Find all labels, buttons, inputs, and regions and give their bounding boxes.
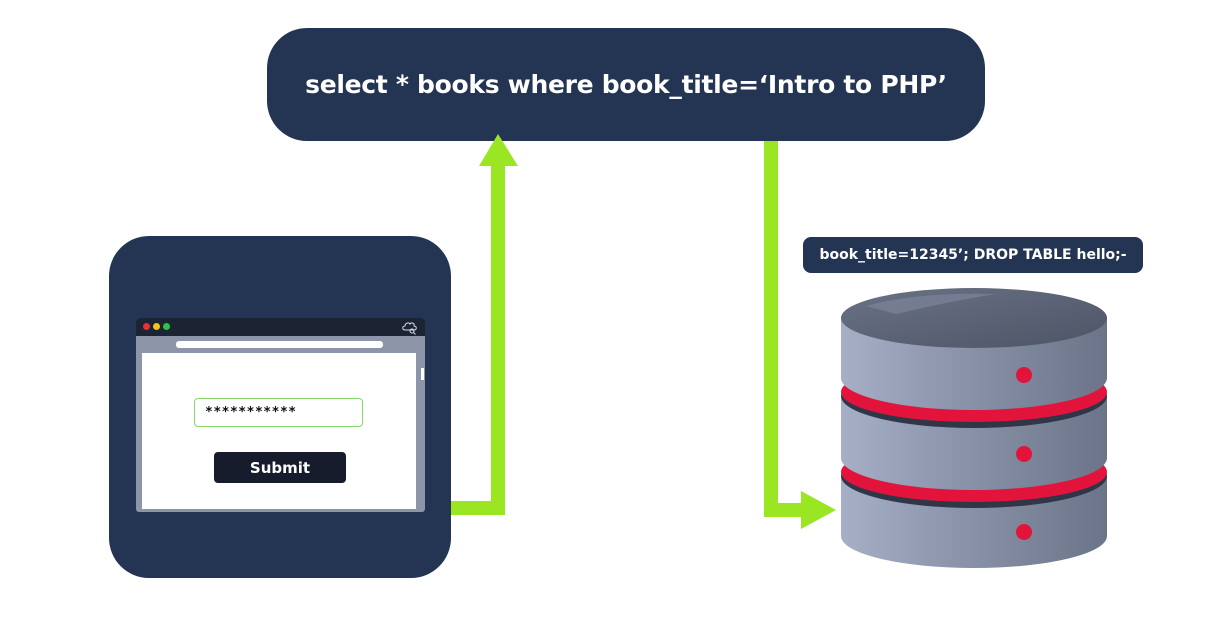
minimize-window-dot-icon[interactable] [153,323,160,330]
browser-window: *********** Submit [136,318,425,512]
sql-query-text: select * books where book_title=‘Intro t… [305,70,947,99]
database-top-tier [841,288,1107,410]
sql-query-box: select * books where book_title=‘Intro t… [267,28,985,141]
status-light-bottom [1016,524,1032,540]
browser-scrollbar[interactable] [421,368,424,380]
maximize-window-dot-icon[interactable] [163,323,170,330]
injection-payload-label: book_title=12345’; DROP TABLE hello;- [803,237,1143,273]
arrow-form-to-query [451,134,518,515]
arrow-query-to-database [764,141,836,529]
client-panel: *********** Submit [109,236,451,578]
browser-viewport: *********** Submit [142,353,416,509]
close-window-dot-icon[interactable] [143,323,150,330]
address-bar[interactable] [176,341,383,348]
status-light-middle [1016,446,1032,462]
submit-button[interactable]: Submit [214,452,346,483]
browser-titlebar [136,318,425,336]
cloud-search-icon [402,322,417,335]
database-icon [841,288,1107,568]
status-light-top [1016,367,1032,383]
password-field[interactable]: *********** [194,398,363,427]
